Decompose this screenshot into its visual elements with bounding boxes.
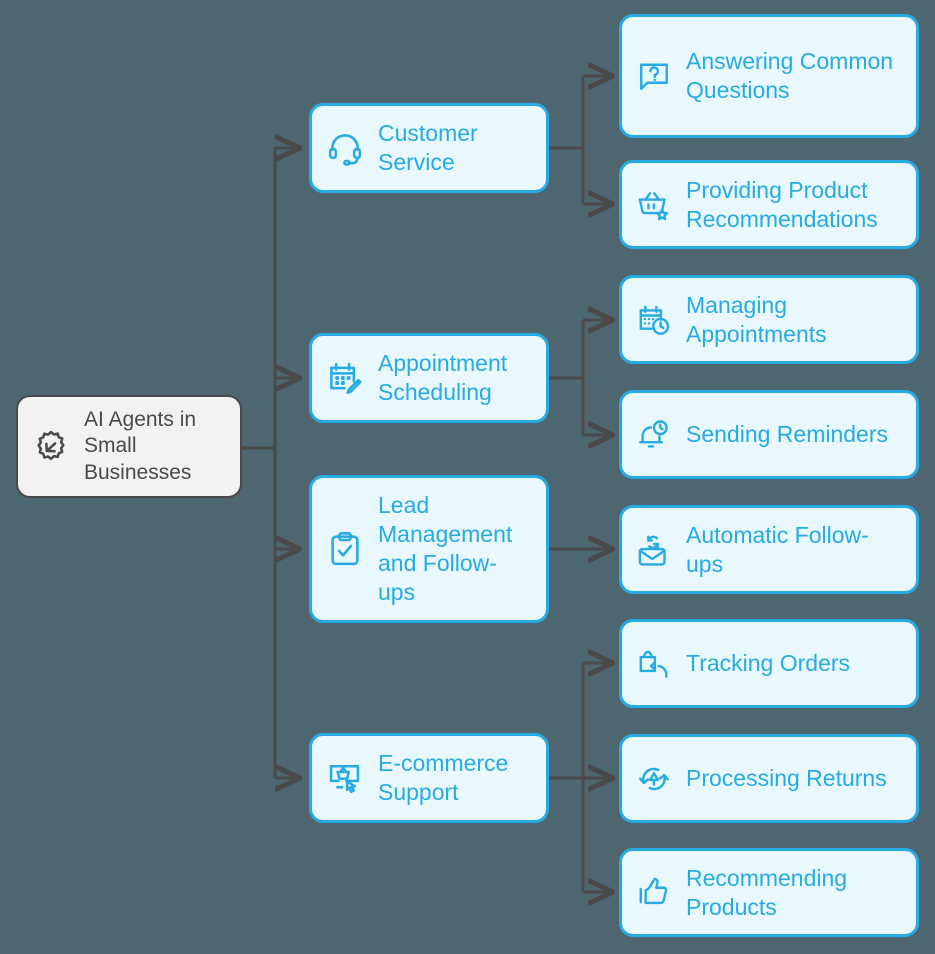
root-node[interactable]: AI Agents in Small Businesses — [16, 395, 242, 499]
leaf-label: Managing Appointments — [686, 291, 827, 347]
return-arrows-icon — [639, 767, 669, 790]
leaf-label: Providing Product Recommendations — [686, 176, 878, 232]
package-arrow-icon — [639, 650, 668, 678]
branch-label: E-commerce Support — [378, 750, 509, 805]
calendar-clock-icon — [639, 305, 670, 335]
gear-star-icon — [37, 430, 65, 460]
leaf-label: Automatic Follow-ups — [686, 521, 869, 577]
leaf-node-answering-common-questions[interactable]: Answering Common Questions — [619, 14, 919, 138]
branch-node-ecommerce-support[interactable]: E-commerce Support — [309, 733, 549, 823]
leaf-node-managing-appointments[interactable]: Managing Appointments — [619, 275, 919, 364]
leaf-node-automatic-follow-ups[interactable]: Automatic Follow-ups — [619, 505, 919, 594]
clipboard-check-icon — [331, 532, 359, 566]
leaf-label: Sending Reminders — [686, 421, 889, 448]
branch-label: Customer Service — [378, 120, 478, 175]
branch-label: Lead Management and Follow-ups — [378, 492, 513, 605]
envelope-refresh-icon — [638, 535, 666, 566]
branch-node-customer-service[interactable]: Customer Service — [309, 103, 549, 193]
leaf-label: Recommending Products — [686, 864, 848, 920]
headset-icon — [328, 134, 362, 166]
leaf-label: Answering Common Questions — [686, 48, 894, 103]
branch-node-lead-management[interactable]: Lead Management and Follow-ups — [309, 475, 549, 623]
calendar-pencil-icon — [330, 362, 362, 394]
leaf-node-recommending-products[interactable]: Recommending Products — [619, 848, 919, 937]
monitor-basket-cursor-icon — [329, 765, 360, 794]
basket-star-icon — [638, 191, 669, 220]
leaf-label: Processing Returns — [686, 765, 887, 792]
leaf-label: Tracking Orders — [686, 650, 851, 677]
leaf-node-tracking-orders[interactable]: Tracking Orders — [619, 619, 919, 708]
thumbs-up-icon — [639, 877, 668, 904]
bell-clock-icon — [639, 419, 668, 448]
branch-label: Appointment Scheduling — [378, 350, 508, 405]
leaf-node-sending-reminders[interactable]: Sending Reminders — [619, 390, 919, 479]
root-label: AI Agents in Small Businesses — [84, 408, 197, 484]
leaf-node-processing-returns[interactable]: Processing Returns — [619, 734, 919, 823]
leaf-node-providing-product-recommendations[interactable]: Providing Product Recommendations — [619, 160, 919, 249]
branch-node-appointment-scheduling[interactable]: Appointment Scheduling — [309, 333, 549, 423]
question-speech-bubble-icon — [640, 63, 668, 90]
